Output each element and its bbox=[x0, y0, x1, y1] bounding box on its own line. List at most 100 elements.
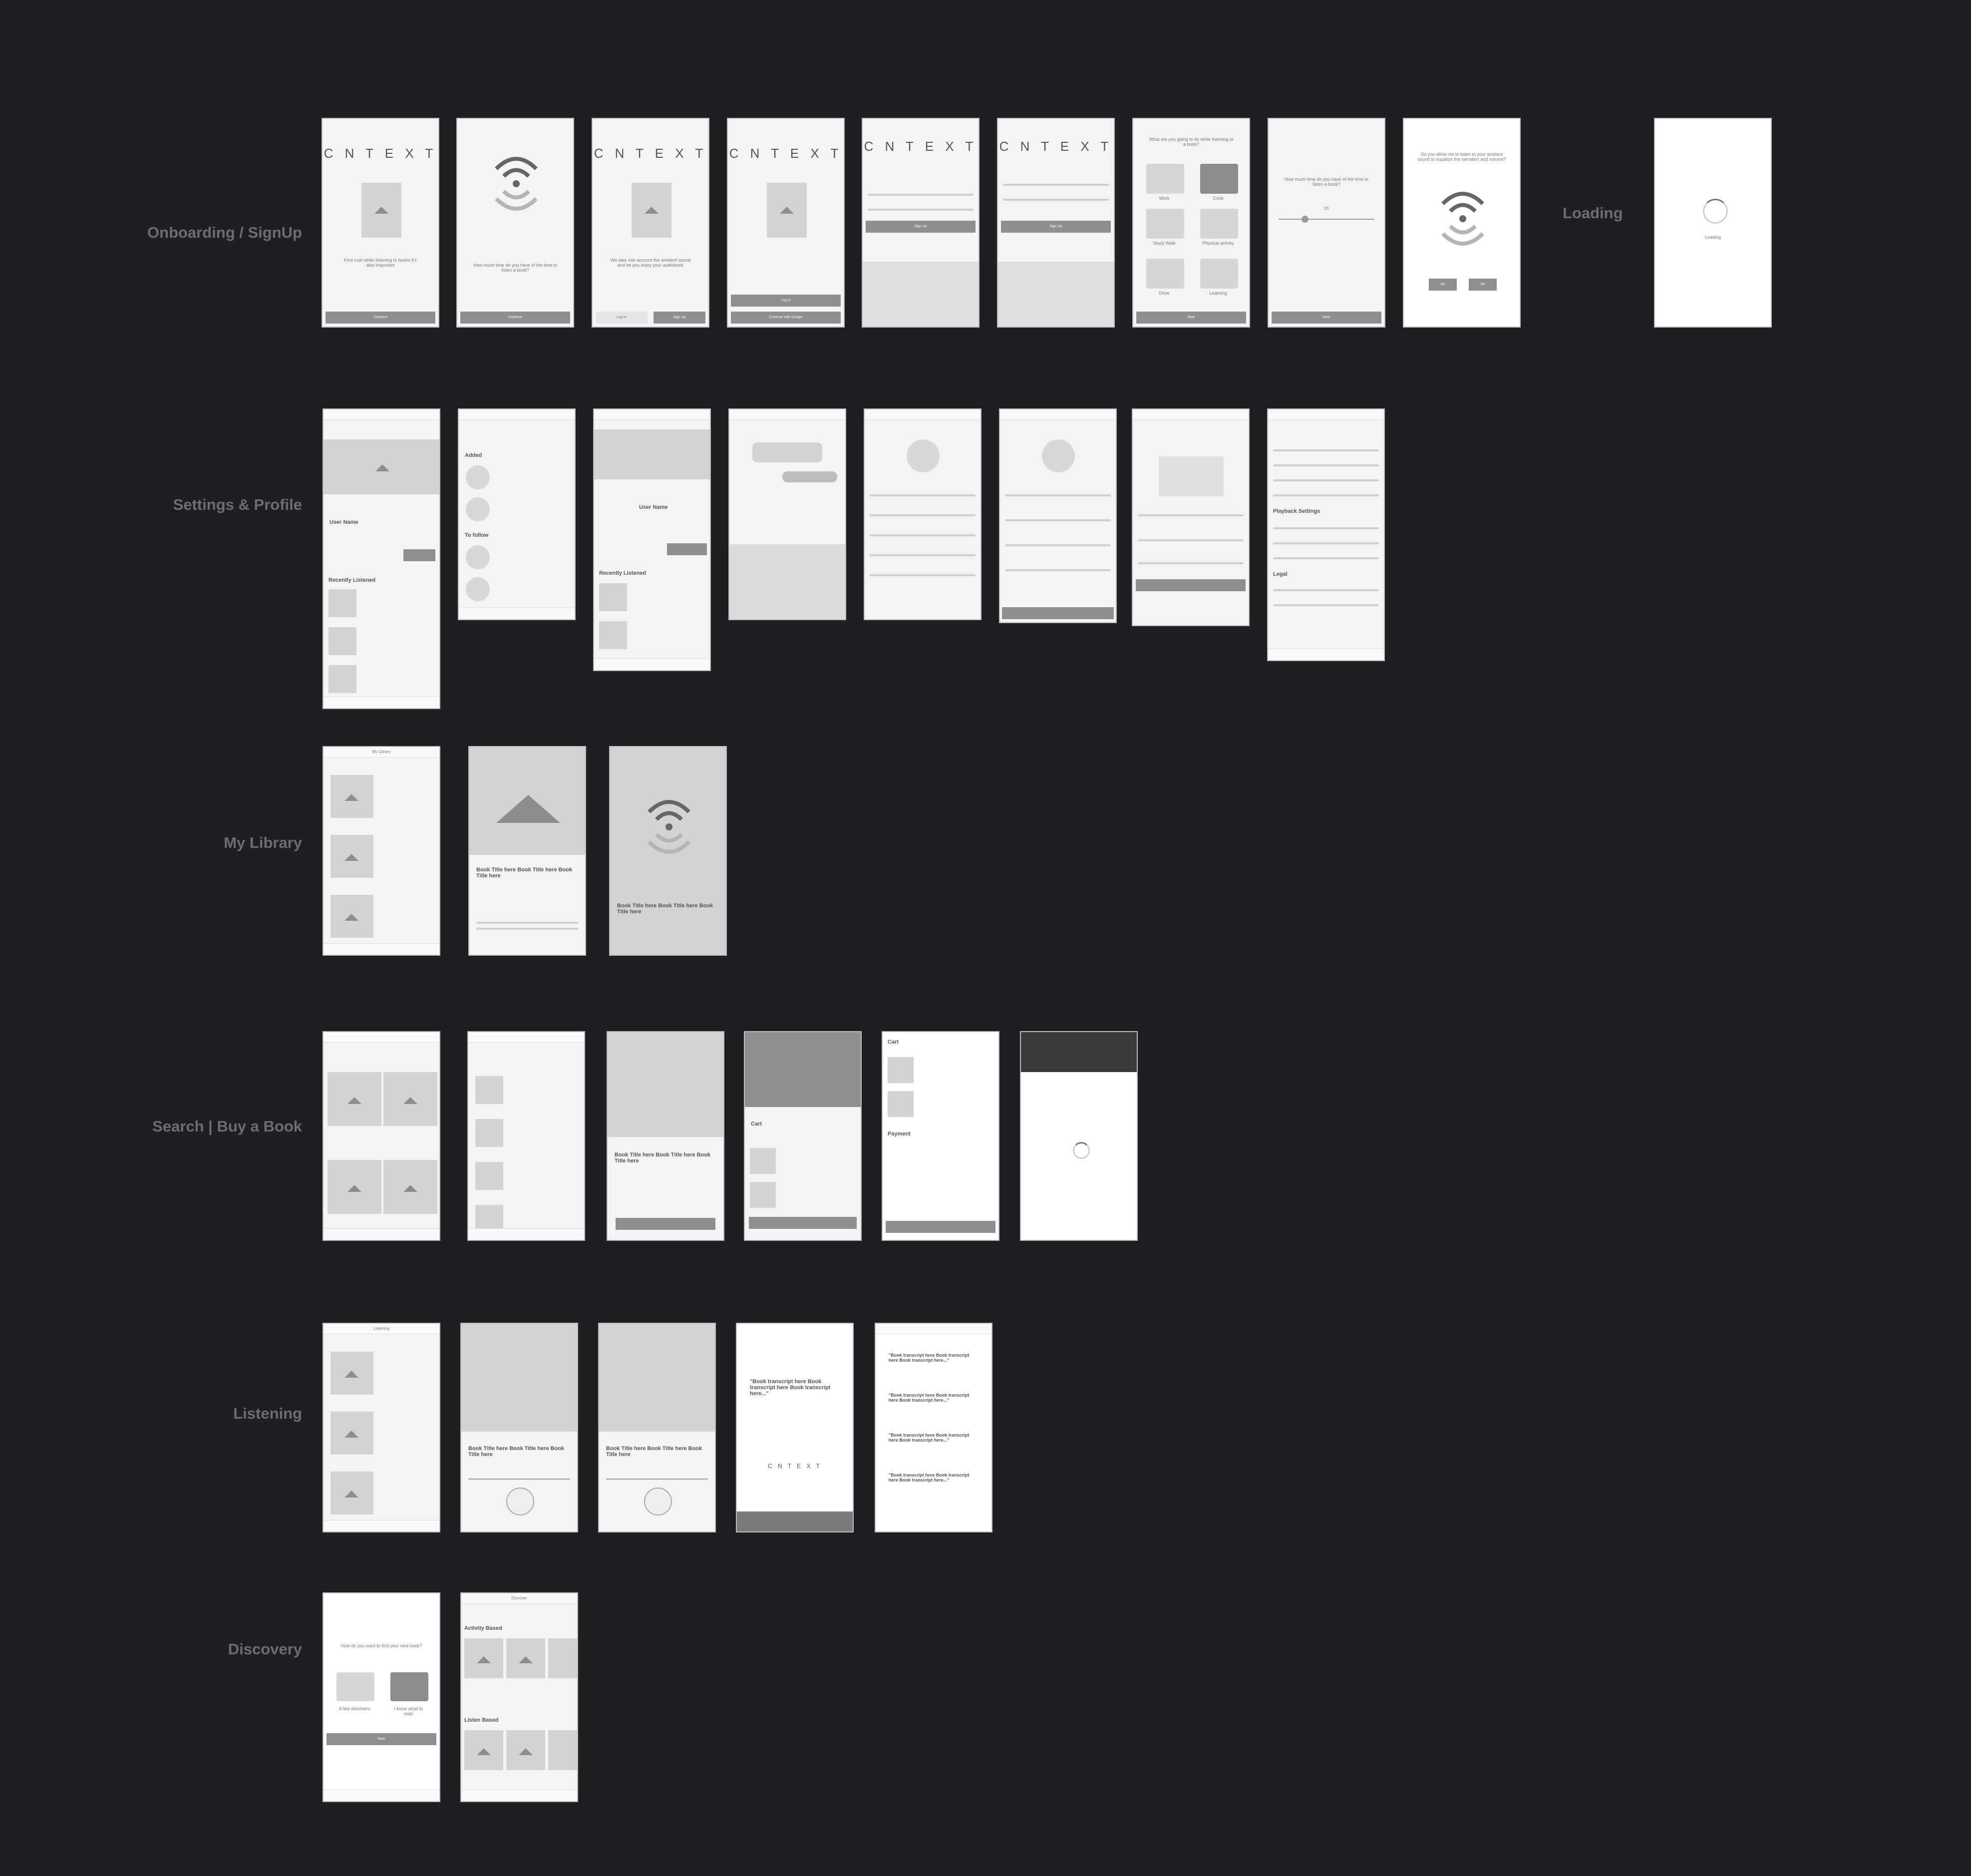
book-thumbnail[interactable] bbox=[330, 775, 373, 818]
google-button[interactable]: Continue with Google bbox=[731, 312, 841, 324]
allow-button[interactable]: OK bbox=[1469, 279, 1497, 291]
password-field[interactable] bbox=[868, 209, 974, 211]
book-thumbnail[interactable] bbox=[330, 895, 373, 938]
checkout-button[interactable] bbox=[749, 1217, 857, 1229]
add-to-cart-button[interactable] bbox=[616, 1218, 715, 1230]
follow-button[interactable] bbox=[403, 549, 435, 561]
book-thumbnail[interactable] bbox=[506, 1638, 545, 1678]
pause-button[interactable] bbox=[506, 1488, 534, 1515]
form-field[interactable] bbox=[1005, 494, 1111, 496]
form-field[interactable] bbox=[870, 494, 976, 496]
book-thumbnail[interactable] bbox=[464, 1638, 503, 1678]
book-thumbnail[interactable] bbox=[475, 1119, 503, 1147]
settings-row[interactable] bbox=[1273, 527, 1379, 529]
bottom-nav[interactable] bbox=[324, 1790, 439, 1801]
form-field[interactable] bbox=[1138, 562, 1244, 564]
login-button[interactable]: Log In bbox=[731, 295, 841, 307]
know-option[interactable] bbox=[390, 1672, 428, 1701]
form-field[interactable] bbox=[1138, 539, 1244, 541]
bottom-nav[interactable] bbox=[461, 1790, 577, 1801]
bottom-nav[interactable] bbox=[594, 659, 710, 670]
avatar-upload[interactable] bbox=[1042, 439, 1075, 472]
discover-option[interactable] bbox=[336, 1672, 374, 1701]
listening-list-screen: Listening bbox=[323, 1323, 440, 1532]
avatar bbox=[466, 545, 490, 569]
pause-button[interactable] bbox=[644, 1488, 672, 1515]
deny-button[interactable]: No bbox=[1429, 279, 1457, 291]
settings-row[interactable] bbox=[1273, 604, 1379, 606]
next-button[interactable]: Next bbox=[1136, 312, 1246, 324]
continue-button[interactable]: Continue bbox=[326, 312, 435, 324]
slider-handle[interactable] bbox=[1302, 216, 1309, 223]
activity-tile-drive[interactable] bbox=[1146, 259, 1184, 289]
save-button[interactable] bbox=[1002, 607, 1114, 619]
image-icon bbox=[344, 854, 358, 861]
bottom-nav[interactable] bbox=[324, 943, 439, 955]
keyboard[interactable] bbox=[729, 544, 845, 619]
settings-row[interactable] bbox=[1273, 557, 1379, 559]
bottom-nav[interactable] bbox=[468, 1228, 584, 1240]
bottom-nav[interactable] bbox=[459, 608, 575, 619]
bottom-nav[interactable] bbox=[1268, 649, 1384, 660]
book-thumbnail[interactable] bbox=[548, 1730, 577, 1770]
book-thumbnail[interactable] bbox=[328, 1160, 381, 1214]
login-button[interactable]: Log In bbox=[596, 312, 648, 324]
settings-row[interactable] bbox=[1273, 464, 1379, 466]
book-thumbnail[interactable] bbox=[383, 1072, 437, 1126]
settings-row[interactable] bbox=[1273, 449, 1379, 451]
activity-tile-work[interactable] bbox=[1146, 164, 1184, 194]
avatar-upload[interactable] bbox=[907, 439, 940, 472]
next-button[interactable]: Next bbox=[1272, 312, 1381, 324]
book-thumbnail[interactable] bbox=[475, 1205, 503, 1233]
form-field[interactable] bbox=[870, 554, 976, 556]
settings-row[interactable] bbox=[1273, 542, 1379, 544]
brand-logo: C N T E X T bbox=[729, 146, 843, 161]
progress-bar[interactable] bbox=[606, 1479, 708, 1480]
signup-button[interactable]: Sign Up bbox=[1001, 221, 1111, 233]
book-thumbnail[interactable] bbox=[330, 1352, 373, 1395]
signup-button[interactable]: Sign Up bbox=[866, 221, 976, 233]
bottom-nav[interactable] bbox=[324, 1520, 439, 1531]
form-field[interactable] bbox=[1005, 544, 1111, 546]
time-slider[interactable] bbox=[1279, 219, 1374, 220]
book-thumbnail[interactable] bbox=[464, 1730, 503, 1770]
bottom-nav[interactable] bbox=[324, 697, 439, 708]
save-button[interactable] bbox=[1136, 579, 1246, 591]
share-bar[interactable] bbox=[737, 1511, 853, 1531]
book-thumbnail[interactable] bbox=[475, 1162, 503, 1190]
form-field[interactable] bbox=[1005, 569, 1111, 571]
activity-tile-learning[interactable] bbox=[1200, 259, 1238, 289]
activity-tile-cook[interactable] bbox=[1200, 164, 1238, 194]
book-thumbnail[interactable] bbox=[383, 1160, 437, 1214]
form-field[interactable] bbox=[1138, 514, 1244, 516]
email-field[interactable] bbox=[1003, 184, 1109, 186]
settings-row[interactable] bbox=[1273, 494, 1379, 496]
email-field[interactable] bbox=[868, 194, 974, 196]
book-thumbnail[interactable] bbox=[330, 1412, 373, 1455]
book-thumbnail[interactable] bbox=[506, 1730, 545, 1770]
form-field[interactable] bbox=[870, 514, 976, 516]
top-bar bbox=[324, 409, 439, 420]
signup-button[interactable]: Sign Up bbox=[654, 312, 705, 324]
book-thumbnail[interactable] bbox=[548, 1638, 577, 1678]
book-thumbnail[interactable] bbox=[475, 1076, 503, 1104]
form-field[interactable] bbox=[870, 534, 976, 536]
book-thumbnail[interactable] bbox=[328, 1072, 381, 1126]
progress-bar[interactable] bbox=[468, 1479, 570, 1480]
settings-row[interactable] bbox=[1273, 479, 1379, 481]
follow-button[interactable] bbox=[667, 543, 707, 555]
settings-row[interactable] bbox=[1273, 589, 1379, 591]
keyboard[interactable] bbox=[998, 262, 1114, 327]
continue-button[interactable]: Continue bbox=[460, 312, 570, 324]
book-thumbnail[interactable] bbox=[330, 835, 373, 878]
book-thumbnail[interactable] bbox=[330, 1472, 373, 1514]
password-field[interactable] bbox=[1003, 199, 1109, 201]
confirm-payment-button[interactable] bbox=[886, 1221, 995, 1233]
bottom-nav[interactable] bbox=[324, 1228, 439, 1240]
next-button[interactable]: Next bbox=[327, 1733, 436, 1745]
form-field[interactable] bbox=[1005, 519, 1111, 521]
activity-tile-walk[interactable] bbox=[1146, 209, 1184, 239]
activity-tile-physical[interactable] bbox=[1200, 209, 1238, 239]
form-field[interactable] bbox=[870, 574, 976, 576]
keyboard[interactable] bbox=[863, 262, 979, 327]
